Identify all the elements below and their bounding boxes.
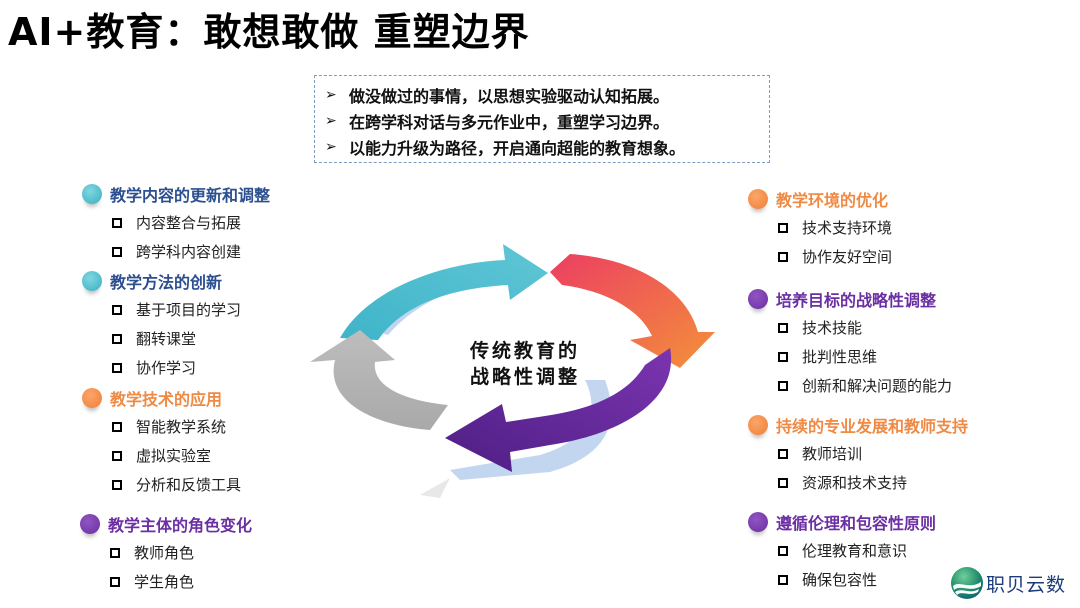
list-item: 协作友好空间 — [748, 242, 892, 271]
list-item: 智能教学系统 — [82, 412, 241, 441]
circle-bullet-icon — [82, 184, 102, 204]
square-bullet-icon — [778, 448, 788, 459]
square-bullet-icon — [110, 576, 120, 587]
square-bullet-icon — [112, 217, 122, 228]
arrow-bullet-icon: ➢ — [325, 139, 337, 155]
group-professional-development: 持续的专业发展和教师支持 教师培训 资源和技术支持 — [748, 411, 968, 497]
square-bullet-icon — [778, 322, 788, 333]
group-title: 教学方法的创新 — [110, 273, 223, 292]
quote-box: ➢ 做没做过的事情，以思想实验驱动认知拓展。 ➢ 在跨学科对话与多元作业中，重塑… — [314, 75, 770, 163]
quote-text: 在跨学科对话与多元作业中，重塑学习边界。 — [349, 113, 670, 132]
list-item: 技术技能 — [748, 313, 952, 342]
circle-bullet-icon — [82, 271, 102, 291]
group-teaching-roles: 教学主体的角色变化 教师角色 学生角色 — [80, 510, 252, 596]
group-title: 教学环境的优化 — [776, 191, 889, 210]
group-environment: 教学环境的优化 技术支持环境 协作友好空间 — [748, 185, 892, 271]
list-item: 创新和解决问题的能力 — [748, 371, 952, 400]
square-bullet-icon — [778, 351, 788, 362]
cycle-center-label: 传统教育的 战略性调整 — [455, 338, 595, 390]
list-item: 教师角色 — [80, 538, 252, 567]
square-bullet-icon — [778, 477, 788, 488]
circle-bullet-icon — [748, 289, 768, 309]
square-bullet-icon — [778, 574, 788, 585]
circle-bullet-icon — [748, 189, 768, 209]
list-item: 跨学科内容创建 — [82, 237, 270, 266]
cycle-arrows-diagram — [310, 244, 715, 498]
circle-bullet-icon — [748, 512, 768, 532]
square-bullet-icon — [112, 246, 122, 257]
teal-arrow — [340, 244, 548, 340]
list-item: 批判性思维 — [748, 342, 952, 371]
gray-arrow — [310, 330, 448, 430]
list-item: 技术支持环境 — [748, 213, 892, 242]
square-bullet-icon — [112, 479, 122, 490]
square-bullet-icon — [112, 304, 122, 315]
group-training-goals: 培养目标的战略性调整 技术技能 批判性思维 创新和解决问题的能力 — [748, 285, 952, 400]
group-title: 培养目标的战略性调整 — [776, 291, 937, 310]
square-bullet-icon — [778, 380, 788, 391]
square-bullet-icon — [778, 545, 788, 556]
list-item: 分析和反馈工具 — [82, 470, 241, 499]
square-bullet-icon — [778, 251, 788, 262]
list-item: 虚拟实验室 — [82, 441, 241, 470]
list-item: 协作学习 — [82, 353, 241, 382]
square-bullet-icon — [110, 547, 120, 558]
group-title: 遵循伦理和包容性原则 — [776, 514, 937, 533]
quote-line: ➢ 以能力升级为路径，开启通向超能的教育想象。 — [325, 134, 769, 160]
reflection — [420, 478, 450, 498]
list-item: 确保包容性 — [748, 565, 936, 594]
square-bullet-icon — [112, 450, 122, 461]
quote-line: ➢ 在跨学科对话与多元作业中，重塑学习边界。 — [325, 108, 769, 134]
brand-logo: 职贝云数 — [950, 566, 1066, 600]
circle-bullet-icon — [748, 415, 768, 435]
group-ethics: 遵循伦理和包容性原则 伦理教育和意识 确保包容性 — [748, 508, 936, 594]
list-item: 学生角色 — [80, 567, 252, 596]
circle-bullet-icon — [82, 388, 102, 408]
center-label-line: 传统教育的 — [469, 340, 580, 362]
list-item: 基于项目的学习 — [82, 295, 241, 324]
square-bullet-icon — [112, 421, 122, 432]
square-bullet-icon — [112, 333, 122, 344]
brand-name: 职贝云数 — [986, 573, 1067, 596]
quote-line: ➢ 做没做过的事情，以思想实验驱动认知拓展。 — [325, 82, 769, 108]
purple-arrow — [445, 348, 672, 472]
arrow-bullet-icon: ➢ — [325, 87, 337, 103]
group-title: 持续的专业发展和教师支持 — [776, 417, 969, 436]
group-title: 教学内容的更新和调整 — [110, 186, 271, 205]
list-item: 翻转课堂 — [82, 324, 241, 353]
wave-globe-icon — [951, 567, 983, 599]
group-teaching-content: 教学内容的更新和调整 内容整合与拓展 跨学科内容创建 — [82, 180, 270, 266]
list-item: 教师培训 — [748, 439, 968, 468]
list-item: 资源和技术支持 — [748, 468, 968, 497]
list-item: 内容整合与拓展 — [82, 208, 270, 237]
circle-bullet-icon — [80, 514, 100, 534]
quote-text: 以能力升级为路径，开启通向超能的教育想象。 — [349, 139, 686, 158]
group-teaching-methods: 教学方法的创新 基于项目的学习 翻转课堂 协作学习 — [82, 267, 241, 382]
group-title: 教学主体的角色变化 — [108, 516, 253, 535]
group-teaching-technology: 教学技术的应用 智能教学系统 虚拟实验室 分析和反馈工具 — [82, 384, 241, 499]
red-orange-arrow — [550, 254, 715, 368]
list-item: 伦理教育和意识 — [748, 536, 936, 565]
page-title: AI+教育：敢想敢做 重塑边界 — [8, 10, 530, 54]
group-title: 教学技术的应用 — [110, 390, 223, 409]
square-bullet-icon — [112, 362, 122, 373]
quote-text: 做没做过的事情，以思想实验驱动认知拓展。 — [349, 87, 670, 106]
square-bullet-icon — [778, 222, 788, 233]
center-label-line: 战略性调整 — [469, 366, 580, 388]
arrow-bullet-icon: ➢ — [325, 113, 337, 129]
